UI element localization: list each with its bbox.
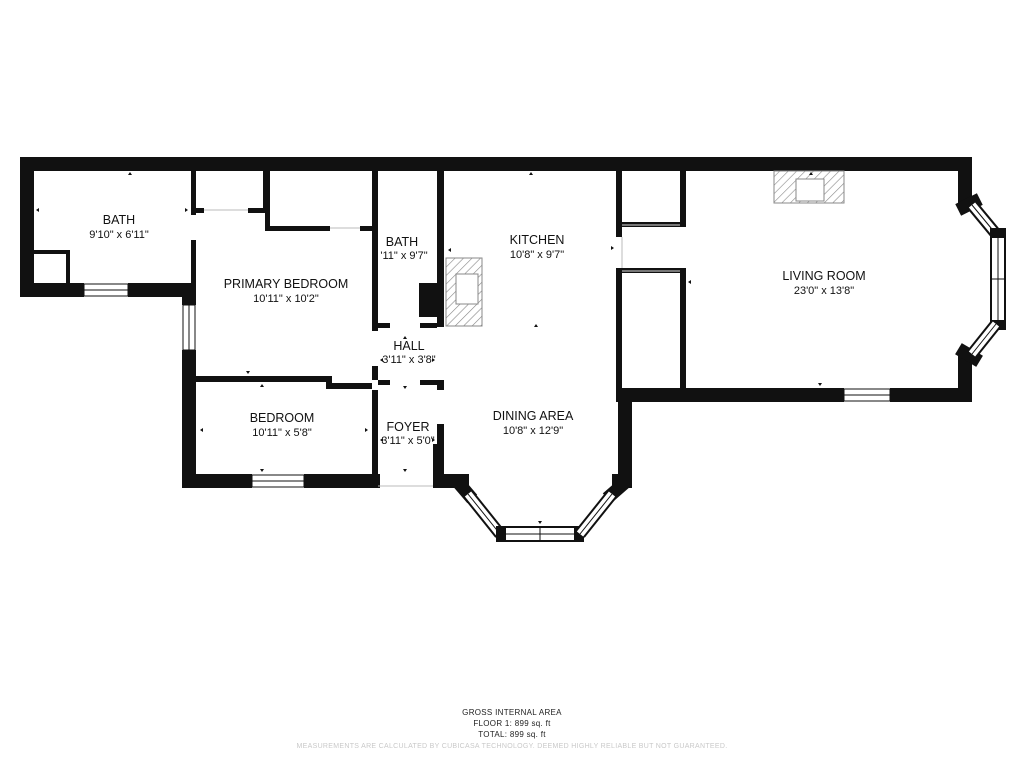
- kitchen-fireplace: [445, 257, 483, 327]
- exterior-walls: [20, 157, 972, 488]
- windows: [83, 283, 891, 488]
- door-openings: [204, 209, 680, 487]
- room-label-bath-left: BATH 9'10" x 6'11": [89, 213, 149, 241]
- room-label-foyer: FOYER 3'11" x 5'0": [381, 420, 434, 447]
- room-label-bath-center: BATH '11" x 9'7": [380, 235, 427, 262]
- room-label-dining-area: DINING AREA 10'8" x 12'9": [493, 409, 574, 437]
- room-label-primary-bedroom: PRIMARY BEDROOM 10'11" x 10'2": [224, 277, 349, 305]
- foyer-name: FOYER: [386, 420, 429, 434]
- disclaimer: MEASUREMENTS ARE CALCULATED BY CUBICASA …: [297, 743, 728, 750]
- hall-dims: 3'11" x 3'8": [382, 354, 435, 366]
- bath-left-dims: 9'10" x 6'11": [89, 229, 149, 241]
- primary-bedroom-dims: 10'11" x 10'2": [253, 293, 319, 305]
- kitchen-dims: 10'8" x 9'7": [510, 249, 564, 261]
- bath-left-name: BATH: [103, 213, 135, 227]
- dining-area-name: DINING AREA: [493, 409, 574, 423]
- bedroom-dims: 10'11" x 5'8": [252, 427, 312, 439]
- bath-center-dims: '11" x 9'7": [380, 250, 427, 262]
- foyer-dims: 3'11" x 5'0": [381, 435, 434, 447]
- living-fireplace: [773, 170, 845, 204]
- room-label-living-room: LIVING ROOM 23'0" x 13'8": [782, 269, 865, 297]
- living-room-dims: 23'0" x 13'8": [794, 285, 854, 297]
- bath-center-name: BATH: [386, 235, 418, 249]
- room-label-bedroom: BEDROOM 10'11" x 5'8": [250, 411, 315, 439]
- dining-area-dims: 10'8" x 12'9": [503, 425, 563, 437]
- dimension-markers: [36, 172, 822, 524]
- floor-area: FLOOR 1: 899 sq. ft: [473, 719, 551, 728]
- primary-bedroom-name: PRIMARY BEDROOM: [224, 277, 349, 291]
- hall-name: HALL: [393, 339, 424, 353]
- bay-walls: [452, 193, 983, 504]
- living-room-name: LIVING ROOM: [782, 269, 865, 283]
- area-title: GROSS INTERNAL AREA: [462, 708, 562, 717]
- total-area: TOTAL: 899 sq. ft: [478, 730, 546, 739]
- room-label-kitchen: KITCHEN 10'8" x 9'7": [510, 233, 565, 261]
- room-label-hall: HALL 3'11" x 3'8": [382, 339, 435, 366]
- bay-windows: [463, 201, 1006, 542]
- area-summary: GROSS INTERNAL AREA FLOOR 1: 899 sq. ft …: [297, 708, 728, 750]
- bedroom-name: BEDROOM: [250, 411, 315, 425]
- kitchen-name: KITCHEN: [510, 233, 565, 247]
